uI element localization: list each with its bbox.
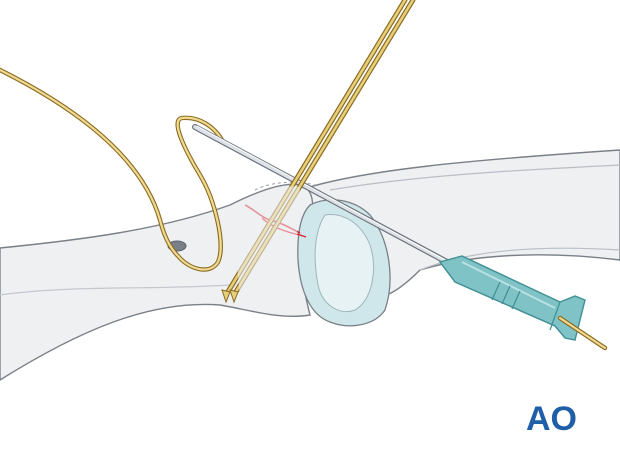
ao-logo-text: AO xyxy=(526,400,577,438)
fragment-outline xyxy=(254,181,316,191)
joint-cartilage xyxy=(297,199,391,327)
hub-wire xyxy=(557,315,608,351)
ao-logo: AO xyxy=(526,400,577,438)
bone-overlay xyxy=(232,186,300,298)
needle-shaft xyxy=(192,124,465,273)
pullout-wire xyxy=(0,67,225,272)
needle-hub xyxy=(438,255,586,341)
